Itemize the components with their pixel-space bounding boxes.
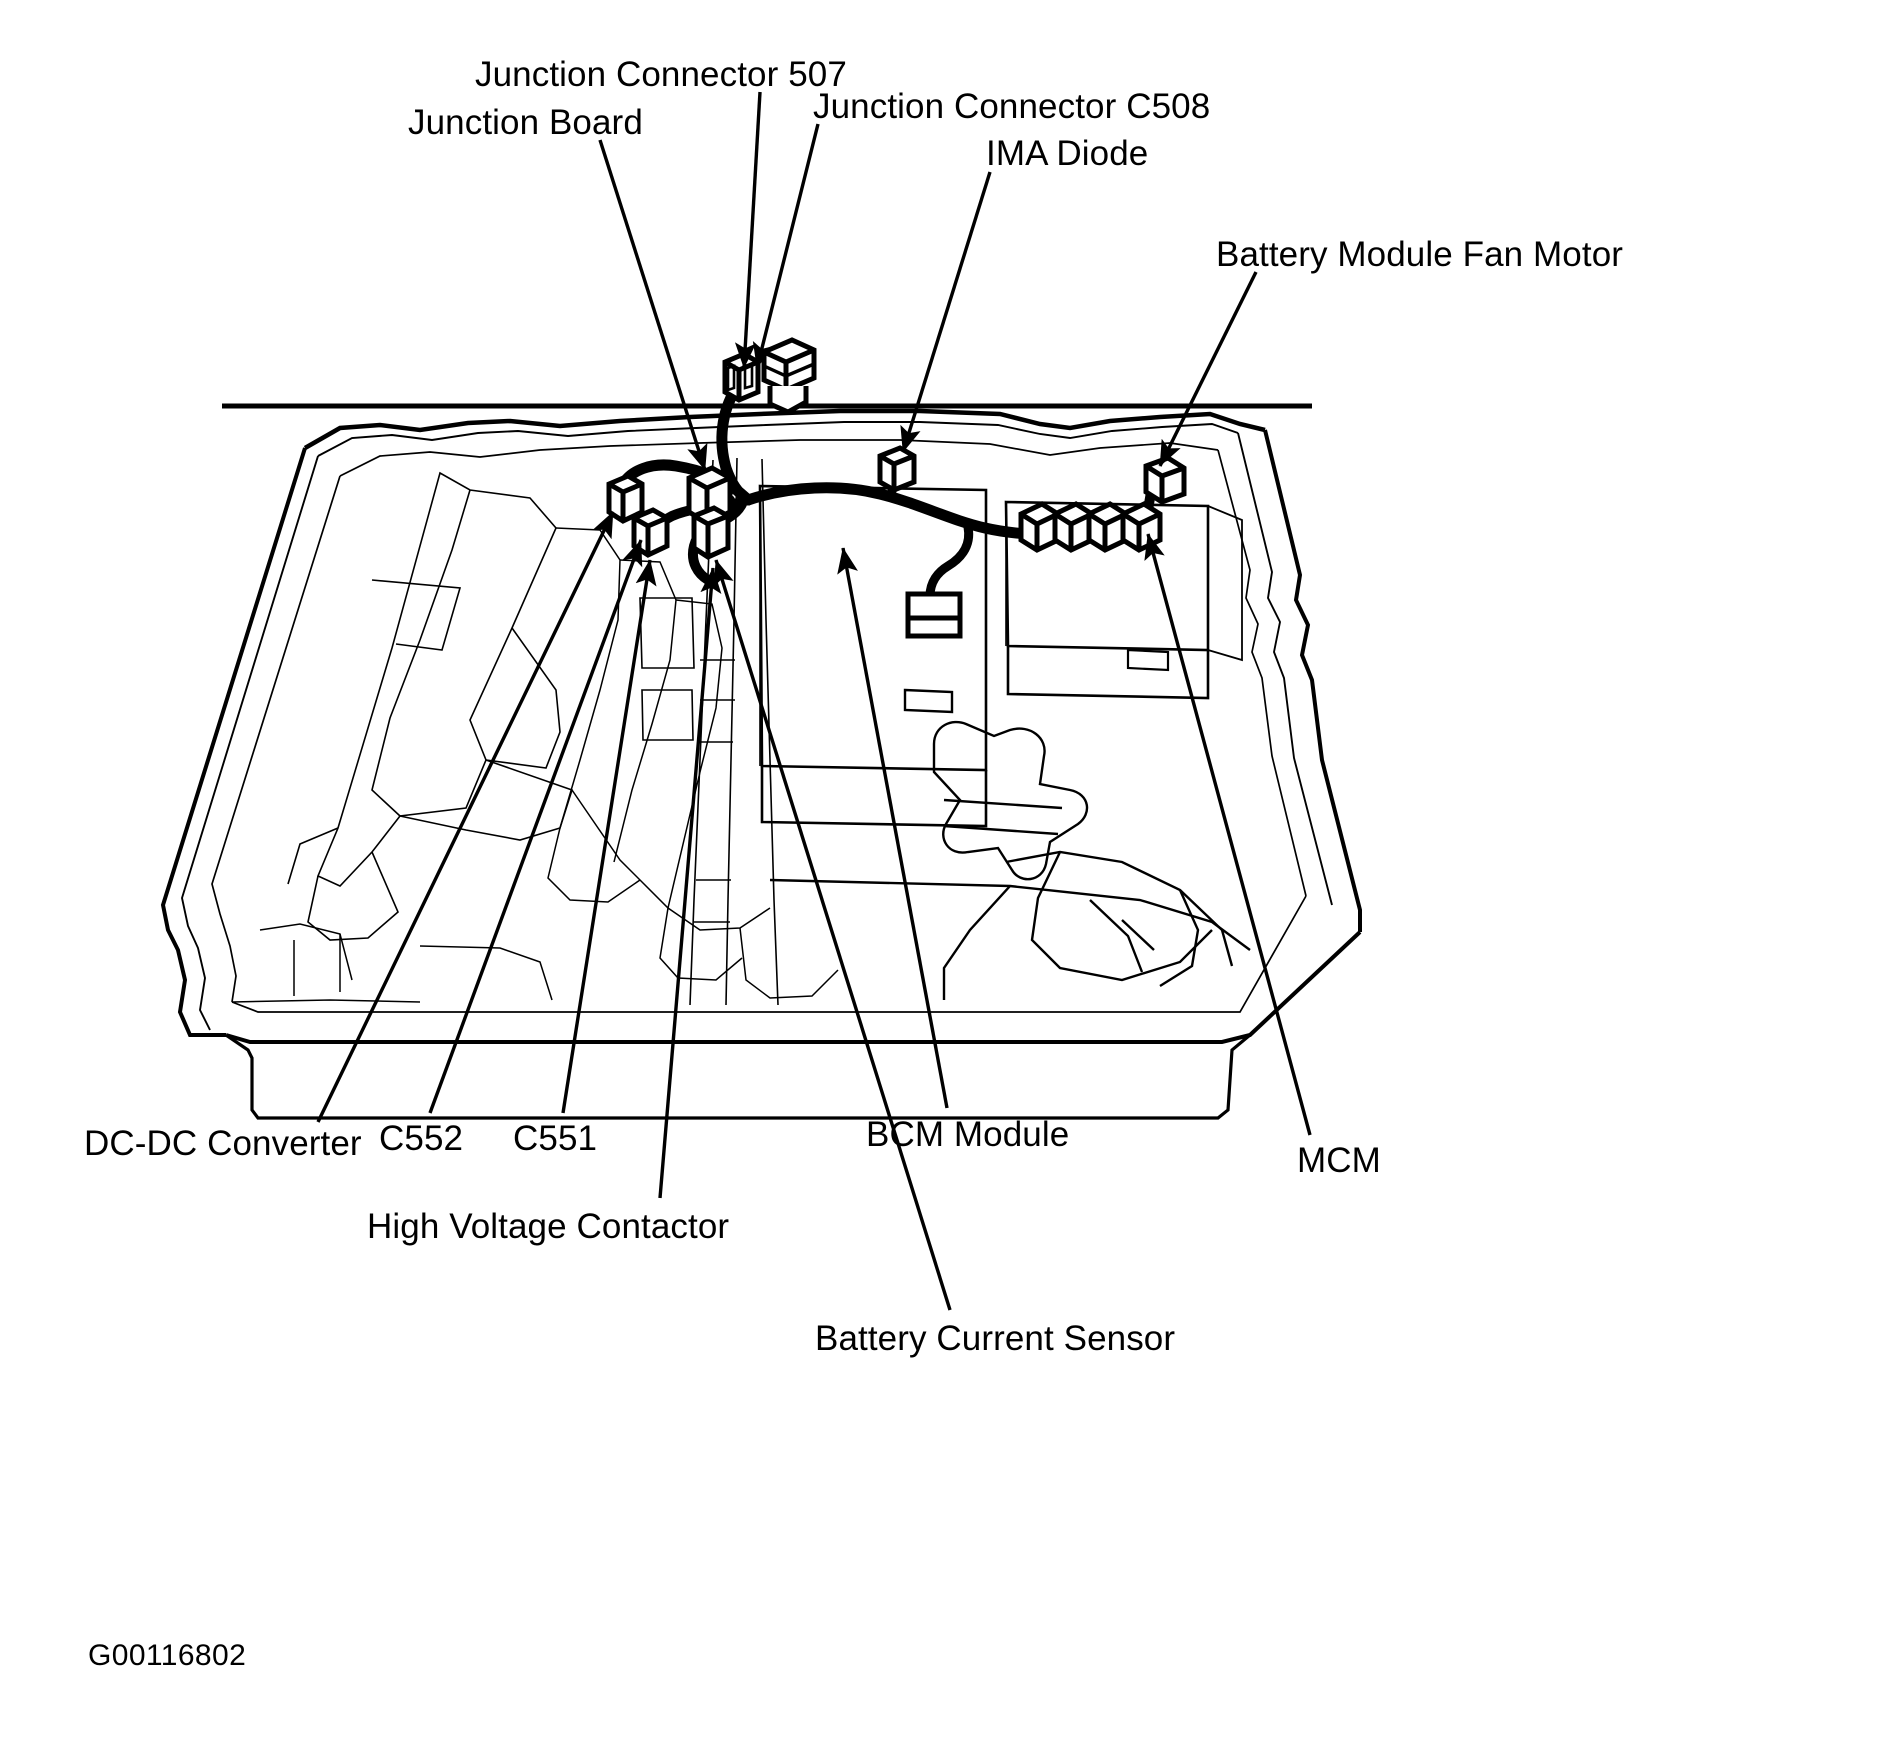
label-c551: C551: [513, 1119, 598, 1158]
leader-line-mcm: [1144, 533, 1312, 1136]
mcm-connector-1: [1018, 501, 1061, 553]
ima-diode-connector: [877, 445, 917, 493]
mcm-connector-2: [1052, 501, 1095, 553]
label-battery-current-sensor: Battery Current Sensor: [815, 1319, 1176, 1358]
figure-code: G00116802: [88, 1639, 247, 1672]
tray-bottom-front: [225, 930, 1362, 1044]
harness-branch-current-sensor: [925, 522, 974, 601]
battery-current-sensor-box: [905, 591, 963, 639]
tray-rim-top: [303, 408, 1266, 450]
leader-line-junction-board: [598, 139, 708, 471]
tray-front-face: [225, 1033, 1252, 1120]
dc-dc-converter-body: [287, 471, 573, 941]
tray-wall-right-inner: [1237, 432, 1333, 906]
tray-rim-inner: [317, 421, 1239, 457]
battery-module-fan-motor-connector: [1143, 455, 1187, 505]
tray-bottom-detail: [231, 923, 553, 1003]
leader-line-dc-dc-converter: [316, 511, 615, 1123]
tray-floor-rim: [339, 439, 1219, 477]
label-dc-dc-converter: DC-DC Converter: [84, 1124, 362, 1163]
tray-wall-right: [1263, 429, 1362, 932]
leader-line-bcm-module: [837, 547, 949, 1109]
tray-floor-right: [1217, 449, 1307, 897]
leader-line-c551: [561, 559, 657, 1114]
label-junction-board: Junction Board: [408, 103, 643, 142]
label-junction-connector-c508: Junction Connector C508: [813, 87, 1211, 126]
mcm-connector-4: [1120, 501, 1163, 553]
leader-line-c552: [428, 539, 643, 1114]
tray-wall-left: [160, 447, 307, 1037]
leader-line-battery-current-sensor: [713, 559, 952, 1311]
leader-line-high-voltage-contactor: [658, 567, 722, 1199]
label-c552: C552: [379, 1119, 464, 1158]
label-battery-module-fan-motor: Battery Module Fan Motor: [1216, 235, 1624, 274]
bcm-module-box: [758, 484, 988, 828]
tray-wall-left-inner: [181, 455, 319, 1031]
leader-line-junction-connector-c508: [752, 123, 820, 369]
high-voltage-contactor-connector: [691, 505, 731, 560]
leader-line-junction-connector-507: [734, 91, 762, 369]
tray-floor-detail-right: [769, 720, 1251, 1000]
leader-line-battery-module-fan-motor: [1158, 271, 1258, 467]
battery-tray-outline: [160, 403, 1362, 1120]
label-mcm: MCM: [1297, 1141, 1381, 1180]
tray-floor-front: [231, 895, 1307, 1013]
label-high-voltage-contactor: High Voltage Contactor: [367, 1207, 730, 1246]
junction-connector-507-block: [722, 351, 761, 403]
tray-floor-left: [211, 475, 341, 1003]
junction-connector-c508-block: [761, 337, 817, 415]
leader-line-ima-diode: [900, 171, 992, 453]
label-bcm-module: BCM Module: [866, 1115, 1070, 1154]
tray-center-ribs: [639, 457, 779, 1006]
label-junction-connector-507: Junction Connector 507: [475, 55, 847, 94]
label-ima-diode: IMA Diode: [986, 134, 1149, 173]
mcm-connector-3: [1086, 501, 1129, 553]
leader-lines: [316, 91, 1312, 1311]
